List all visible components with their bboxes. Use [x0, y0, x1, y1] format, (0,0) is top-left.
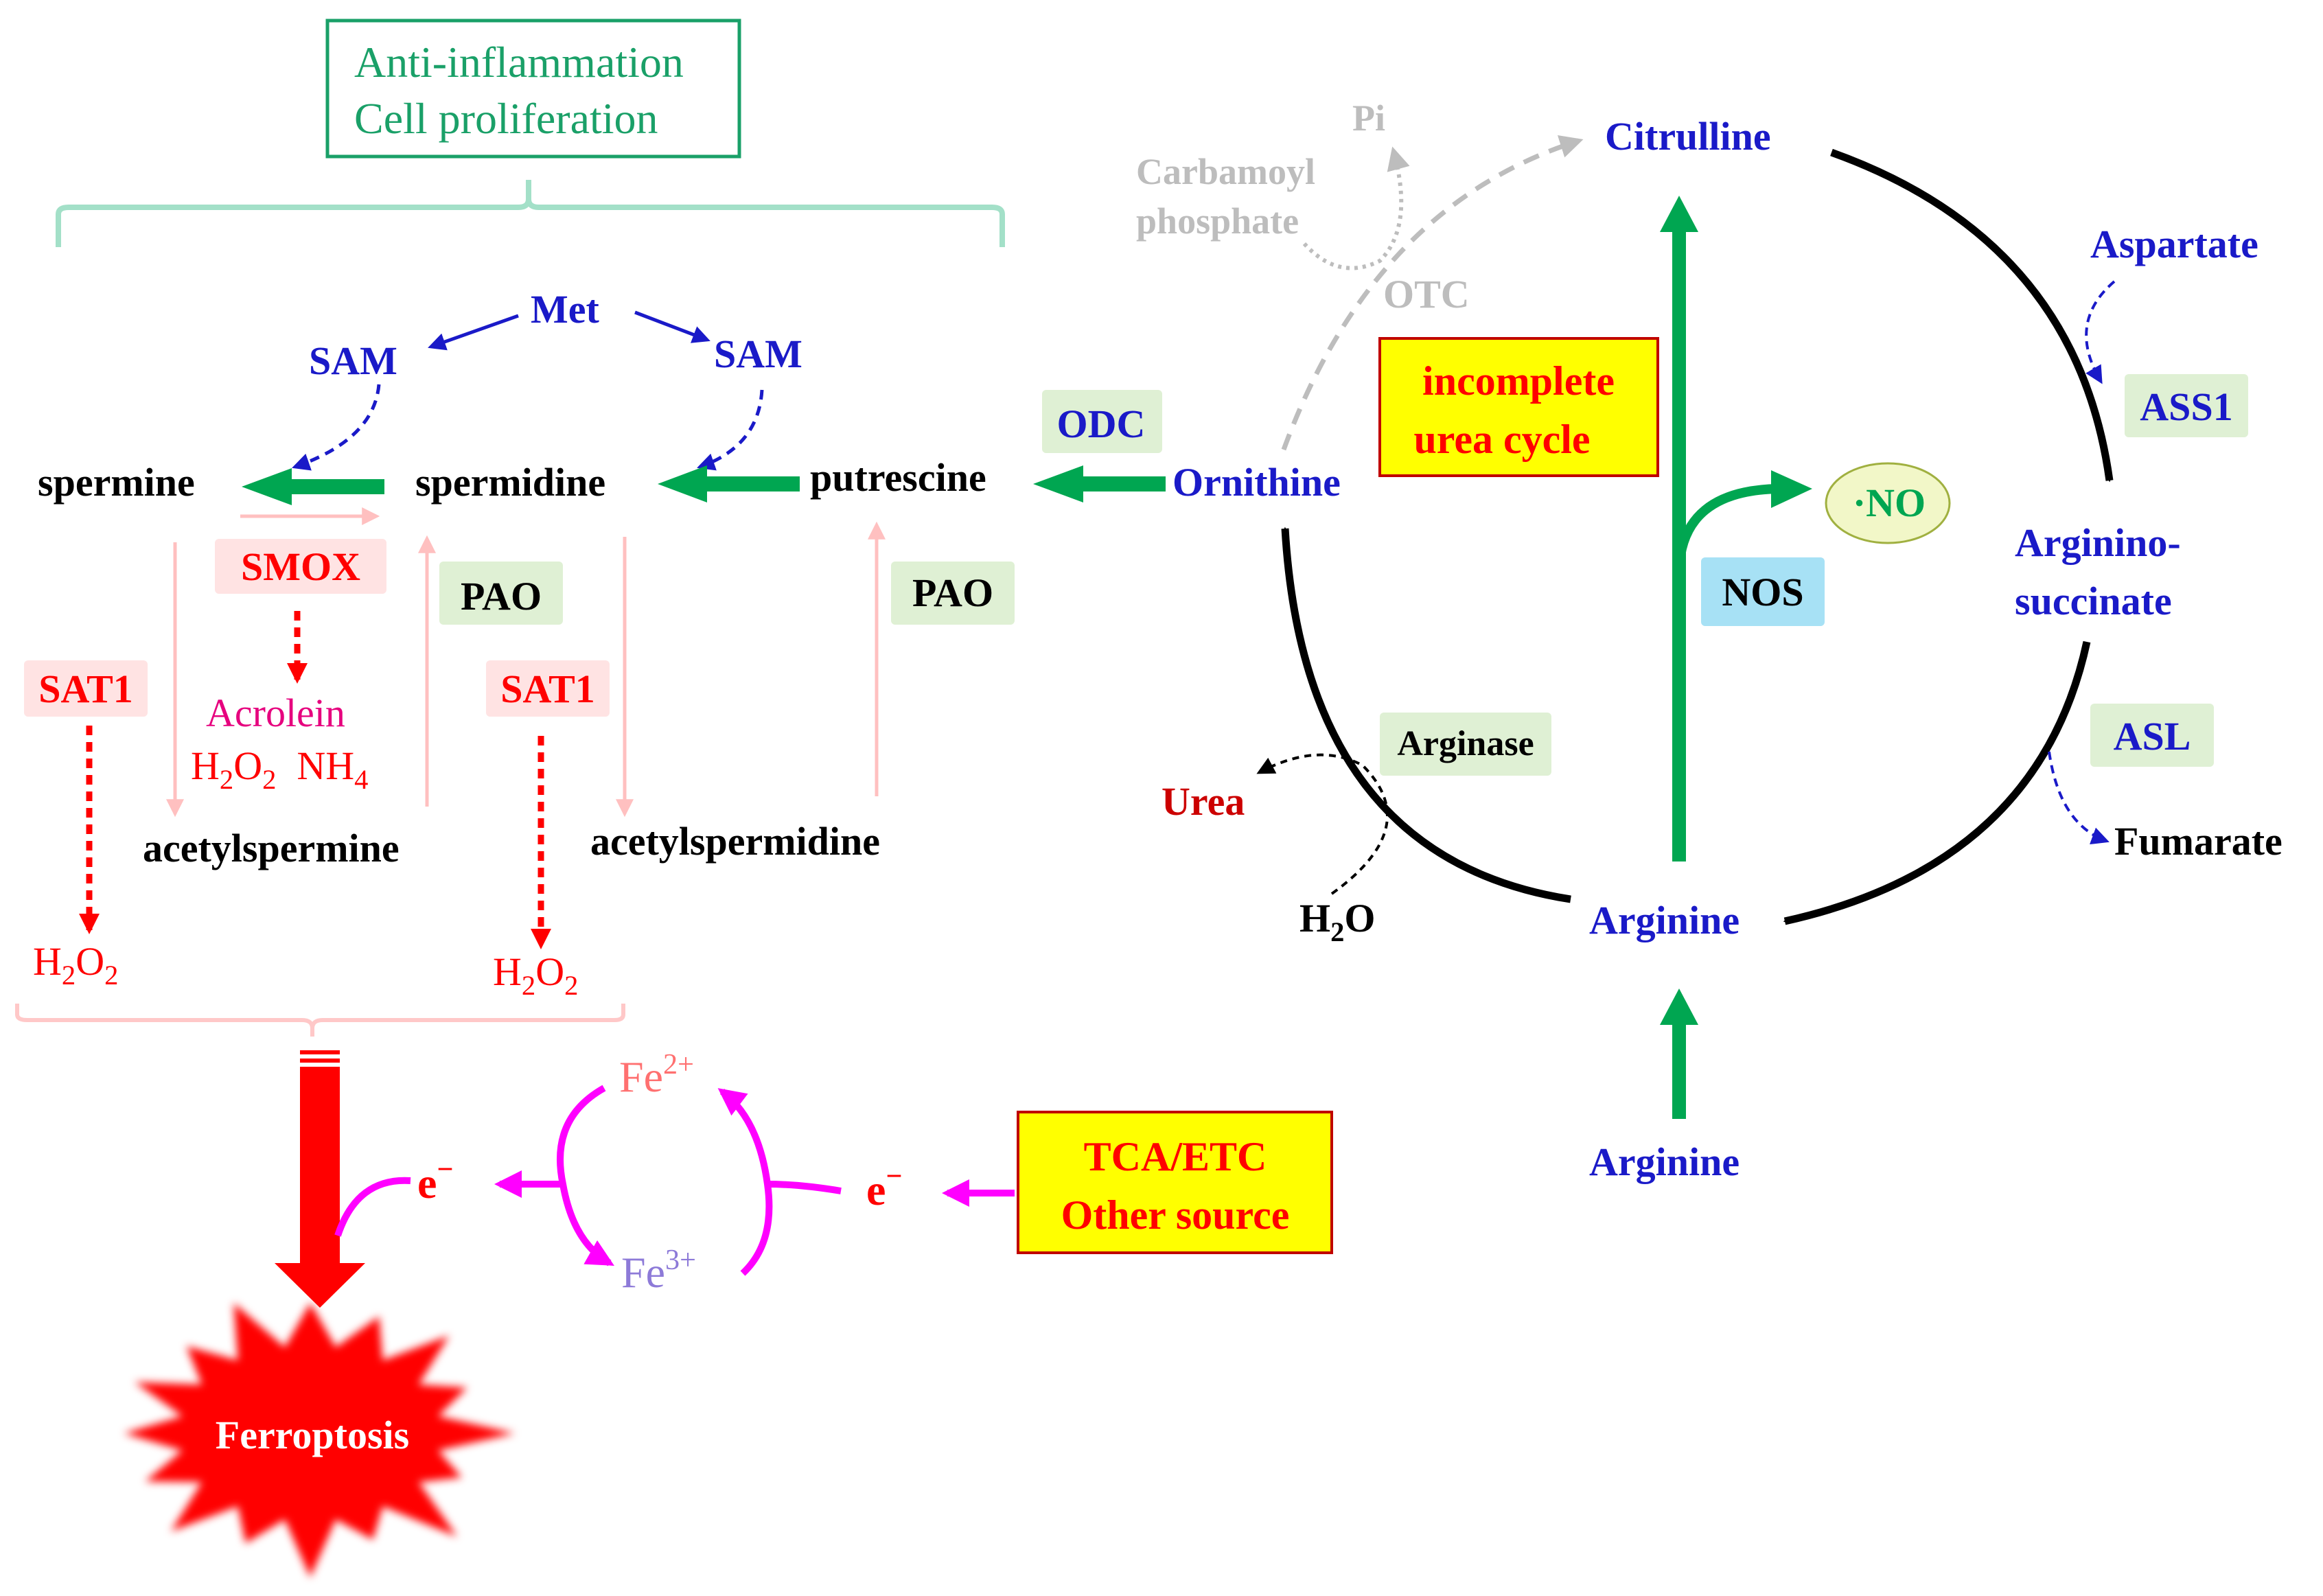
argininosuccinate-line-2: succinate [2015, 579, 2172, 623]
nos-to-no-arrowhead [1771, 470, 1812, 508]
fe3-label: Fe3+ [621, 1244, 696, 1297]
ass1-enzyme-box: ASS1 [2125, 374, 2248, 437]
fe3-to-fe2-curve [717, 1088, 773, 1276]
ass1-label: ASS1 [2140, 384, 2232, 429]
argininosuccinate-to-arginine-arrow [1783, 640, 2091, 925]
electron-source-line-2: Other source [1061, 1192, 1290, 1238]
spermidine-label: spermidine [415, 460, 605, 505]
h2o2-right-label: H2O2 [493, 949, 578, 1001]
pao-right-enzyme-box: PAO [891, 562, 1015, 625]
h2o2-left-label: H2O2 [33, 939, 118, 991]
urea-label: Urea [1162, 779, 1245, 824]
putrescine-label: putrescine [810, 455, 986, 500]
acetylspermidine-label: acetylspermidine [590, 819, 880, 864]
fe2-label: Fe2+ [619, 1048, 694, 1101]
pi-label: Pi [1352, 97, 1385, 139]
electron-source-join [767, 1181, 842, 1194]
spermine-label: spermine [38, 460, 195, 505]
ferroptosis-label: Ferroptosis [216, 1413, 409, 1457]
electron-right-label: e− [866, 1160, 902, 1214]
smox-enzyme-box: SMOX [215, 539, 386, 594]
nitric-oxide-ellipse: ·NO [1825, 462, 1951, 544]
incomplete-urea-cycle-box: incomplete urea cycle [1378, 337, 1659, 477]
sat1-right-enzyme-box: SAT1 [486, 660, 610, 717]
electron-source-line-1: TCA/ETC [1084, 1134, 1267, 1179]
incomplete-urea-cycle-line-1: incomplete [1422, 358, 1615, 404]
ornithine-to-citrulline-grey-arrow [1281, 135, 1584, 451]
asl-label: ASL [2114, 714, 2191, 759]
arginine-cycle-label: Arginine [1589, 898, 1740, 942]
odc-label: ODC [1057, 402, 1146, 446]
urea-water-side-arrow [1256, 753, 1389, 895]
fumarate-side-arrow [2048, 751, 2110, 845]
met-label: Met [531, 287, 599, 332]
smox-label: SMOX [241, 544, 360, 589]
electron-left-label: e− [417, 1153, 453, 1207]
putrescine-to-spermidine-arrow [658, 465, 800, 502]
effects-line-1: Anti-inflammation [354, 38, 684, 86]
met-to-sam-right-arrow [634, 310, 710, 343]
met-to-sam-left-arrow [428, 314, 519, 351]
fumarate-label: Fumarate [2114, 819, 2282, 864]
ferroptosis-arrow [275, 1050, 365, 1308]
effects-bracket [56, 180, 1005, 247]
fe2-to-fe3-curve [557, 1085, 614, 1267]
citrulline-to-argininosuccinate-arrow [1830, 148, 2114, 483]
sam-right-label: SAM [714, 332, 802, 376]
electron-source-box: TCA/ETC Other source [1017, 1111, 1333, 1254]
pao-left-enzyme-box: PAO [439, 562, 563, 625]
arginine-to-ornithine-arrow [1281, 527, 1571, 903]
incomplete-urea-cycle-line-2: urea cycle [1413, 417, 1590, 462]
otc-label: OTC [1383, 272, 1470, 316]
aspartate-label: Aspartate [2090, 222, 2258, 266]
sat1-left-enzyme-box: SAT1 [24, 660, 148, 717]
arginase-label: Arginase [1397, 724, 1534, 763]
nos-label: NOS [1722, 570, 1803, 614]
spermidine-to-spermine-arrow [242, 468, 384, 505]
water-label: H2O [1299, 896, 1376, 947]
effects-box [325, 19, 741, 159]
carbamoyl-to-pi-grey-arrow [1302, 146, 1410, 270]
carbamoyl-phosphate-line-1: Carbamoyl [1136, 151, 1315, 192]
odc-enzyme-box: ODC [1042, 390, 1162, 453]
argininosuccinate-line-1: Arginino- [2015, 520, 2181, 565]
sat1-left-label: SAT1 [38, 667, 133, 711]
sam-left-dashed-arrow [292, 384, 381, 471]
acrolein-label: Acrolein [206, 691, 345, 735]
acetylspermine-label: acetylspermine [143, 826, 400, 870]
arginine-input-green-arrow [1660, 988, 1698, 1119]
h2o2-bracket [15, 1004, 625, 1037]
carbamoyl-phosphate-line-2: phosphate [1136, 200, 1299, 242]
citrulline-label: Citrulline [1605, 114, 1771, 159]
sat1-right-label: SAT1 [500, 667, 595, 711]
pao-right-label: PAO [912, 570, 993, 615]
sam-right-dashed-arrow [697, 389, 764, 471]
effects-line-2: Cell proliferation [354, 94, 658, 143]
nos-to-no-green-arrow [1674, 484, 1779, 570]
asl-enzyme-box: ASL [2090, 704, 2214, 767]
nitric-oxide-label: ·NO [1853, 481, 1926, 525]
ornithine-label: Ornithine [1172, 460, 1341, 505]
sam-left-label: SAM [309, 338, 397, 383]
electron-to-ferroptosis-arrow [334, 1177, 411, 1237]
ferroptosis-burst: Ferroptosis [124, 1303, 515, 1577]
pao-left-label: PAO [461, 574, 542, 618]
ornithine-to-putrescine-arrow [1033, 465, 1166, 502]
arginine-input-label: Arginine [1589, 1140, 1740, 1184]
arginase-enzyme-box: Arginase [1380, 713, 1551, 776]
nos-enzyme-box: NOS [1701, 557, 1825, 626]
aspartate-side-arrow [2085, 280, 2116, 384]
